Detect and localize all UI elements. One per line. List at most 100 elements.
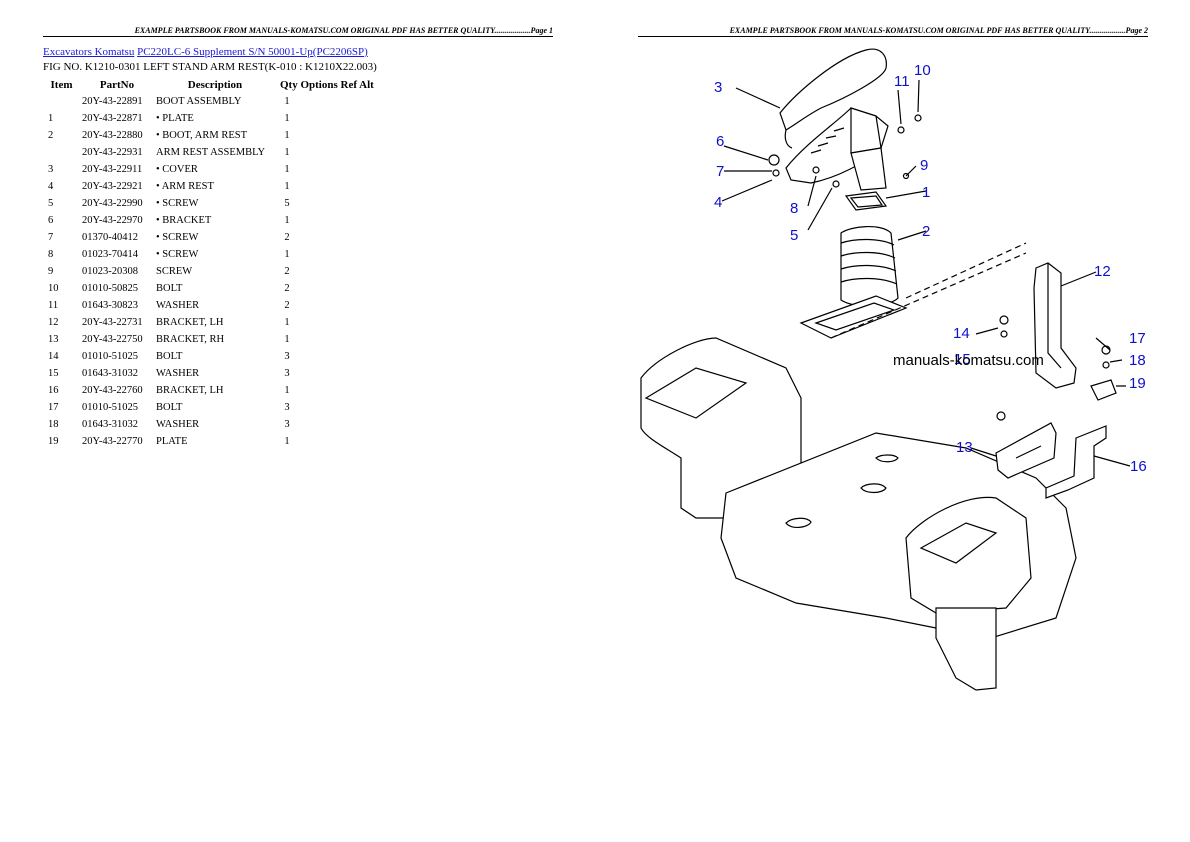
callout-1: 1: [922, 184, 931, 201]
cell-description: BOOT ASSEMBLY: [156, 96, 242, 107]
page-header-right: EXAMPLE PARTSBOOK FROM MANUALS-KOMATSU.C…: [638, 26, 1148, 37]
cell-description: ARM REST ASSEMBLY: [156, 147, 266, 158]
cell-item: 16: [48, 385, 59, 396]
cell-options: [298, 110, 402, 127]
cell-options: [298, 348, 402, 365]
cell-partno: 20Y-43-22891: [82, 96, 143, 107]
column-header-partno: PartNo: [99, 79, 135, 91]
cell-item: 1: [48, 113, 54, 124]
cell-item: 3: [48, 164, 54, 175]
cell-options: [298, 399, 402, 416]
callout-5: 5: [790, 227, 799, 244]
cell-qty: 1: [284, 317, 290, 328]
cell-partno: 20Y-43-22911: [82, 164, 143, 175]
cell-partno: 01643-30823: [82, 300, 138, 311]
breadcrumb-link-model[interactable]: PC220LC-6 Supplement S/N 50001-Up(PC2206…: [137, 46, 368, 58]
cell-qty: 3: [284, 368, 290, 379]
cell-partno: 20Y-43-22760: [82, 385, 143, 396]
cell-partno: 20Y-43-22880: [82, 130, 143, 141]
cell-item: 7: [48, 232, 54, 243]
cell-description: WASHER: [156, 368, 200, 379]
callout-7: 7: [716, 163, 725, 180]
cell-partno: 01010-51025: [82, 402, 138, 413]
cell-partno: 20Y-43-22750: [82, 334, 143, 345]
table-row: 20Y-43-22891 BOOT ASSEMBLY 1: [43, 93, 402, 110]
cell-item: 15: [48, 368, 59, 379]
exploded-view-drawing: [640, 48, 1131, 691]
cell-options: [298, 382, 402, 399]
cell-qty: 1: [284, 249, 290, 260]
cell-partno: 20Y-43-22770: [82, 436, 143, 447]
cell-qty: 1: [284, 436, 290, 447]
cell-description: • SCREW: [156, 249, 199, 260]
callout-14: 14: [953, 325, 970, 342]
cell-description: • BRACKET: [156, 215, 212, 226]
callout-13: 13: [956, 439, 973, 456]
cell-options: [298, 229, 402, 246]
cell-partno: 01370-40412: [82, 232, 138, 243]
cell-qty: 3: [284, 402, 290, 413]
parts-diagram: 3 11 10 6 7 9 4 1 8 5 2 12 14 15 17 18 1…: [636, 38, 1156, 718]
cell-options: [298, 280, 402, 297]
cell-options: [298, 263, 402, 280]
cell-options: [298, 433, 402, 450]
cell-description: WASHER: [156, 300, 200, 311]
cell-item: 10: [48, 283, 59, 294]
watermark-text: manuals-komatsu.com: [893, 352, 1044, 369]
table-row: 11 01643-30823 WASHER 2: [43, 297, 402, 314]
cell-item: [43, 93, 80, 110]
cell-partno: 01643-31032: [82, 419, 138, 430]
cell-options: [298, 297, 402, 314]
cell-item: 18: [48, 419, 59, 430]
callout-2: 2: [922, 223, 931, 240]
callout-3: 3: [714, 79, 723, 96]
cell-partno: 20Y-43-22990: [82, 198, 143, 209]
cell-qty: 1: [284, 96, 290, 107]
cell-description: • PLATE: [156, 113, 194, 124]
cell-qty: 2: [284, 300, 290, 311]
callout-17: 17: [1129, 330, 1146, 347]
column-header-description: Description: [187, 79, 243, 91]
cell-item: 5: [48, 198, 54, 209]
cell-partno: 20Y-43-22970: [82, 215, 143, 226]
cell-options: [298, 144, 402, 161]
cell-item: 8: [48, 249, 54, 260]
cell-description: • SCREW: [156, 198, 199, 209]
cell-options: [298, 416, 402, 433]
breadcrumb: Excavators Komatsu PC220LC-6 Supplement …: [43, 46, 368, 59]
cell-options: [298, 212, 402, 229]
cell-item: 4: [48, 181, 54, 192]
callout-19: 19: [1129, 375, 1146, 392]
cell-description: • ARM REST: [156, 181, 214, 192]
cell-description: BOLT: [156, 283, 183, 294]
callout-16: 16: [1130, 458, 1147, 475]
cell-partno: 20Y-43-22921: [82, 181, 143, 192]
breadcrumb-link-category[interactable]: Excavators Komatsu: [43, 46, 135, 58]
cell-qty: 1: [284, 334, 290, 345]
cell-qty: 1: [284, 147, 290, 158]
cell-item: 11: [48, 300, 59, 311]
cell-item: 6: [48, 215, 54, 226]
cell-qty: 1: [284, 113, 290, 124]
cell-description: BRACKET, LH: [156, 317, 224, 328]
cell-description: BRACKET, RH: [156, 334, 225, 345]
cell-description: WASHER: [156, 419, 200, 430]
cell-options: [298, 195, 402, 212]
cell-partno: 20Y-43-22731: [82, 317, 143, 328]
cell-description: • COVER: [156, 164, 198, 175]
cell-partno: 01010-50825: [82, 283, 138, 294]
page-header-left: EXAMPLE PARTSBOOK FROM MANUALS-KOMATSU.C…: [43, 26, 553, 37]
cell-description: • SCREW: [156, 232, 199, 243]
